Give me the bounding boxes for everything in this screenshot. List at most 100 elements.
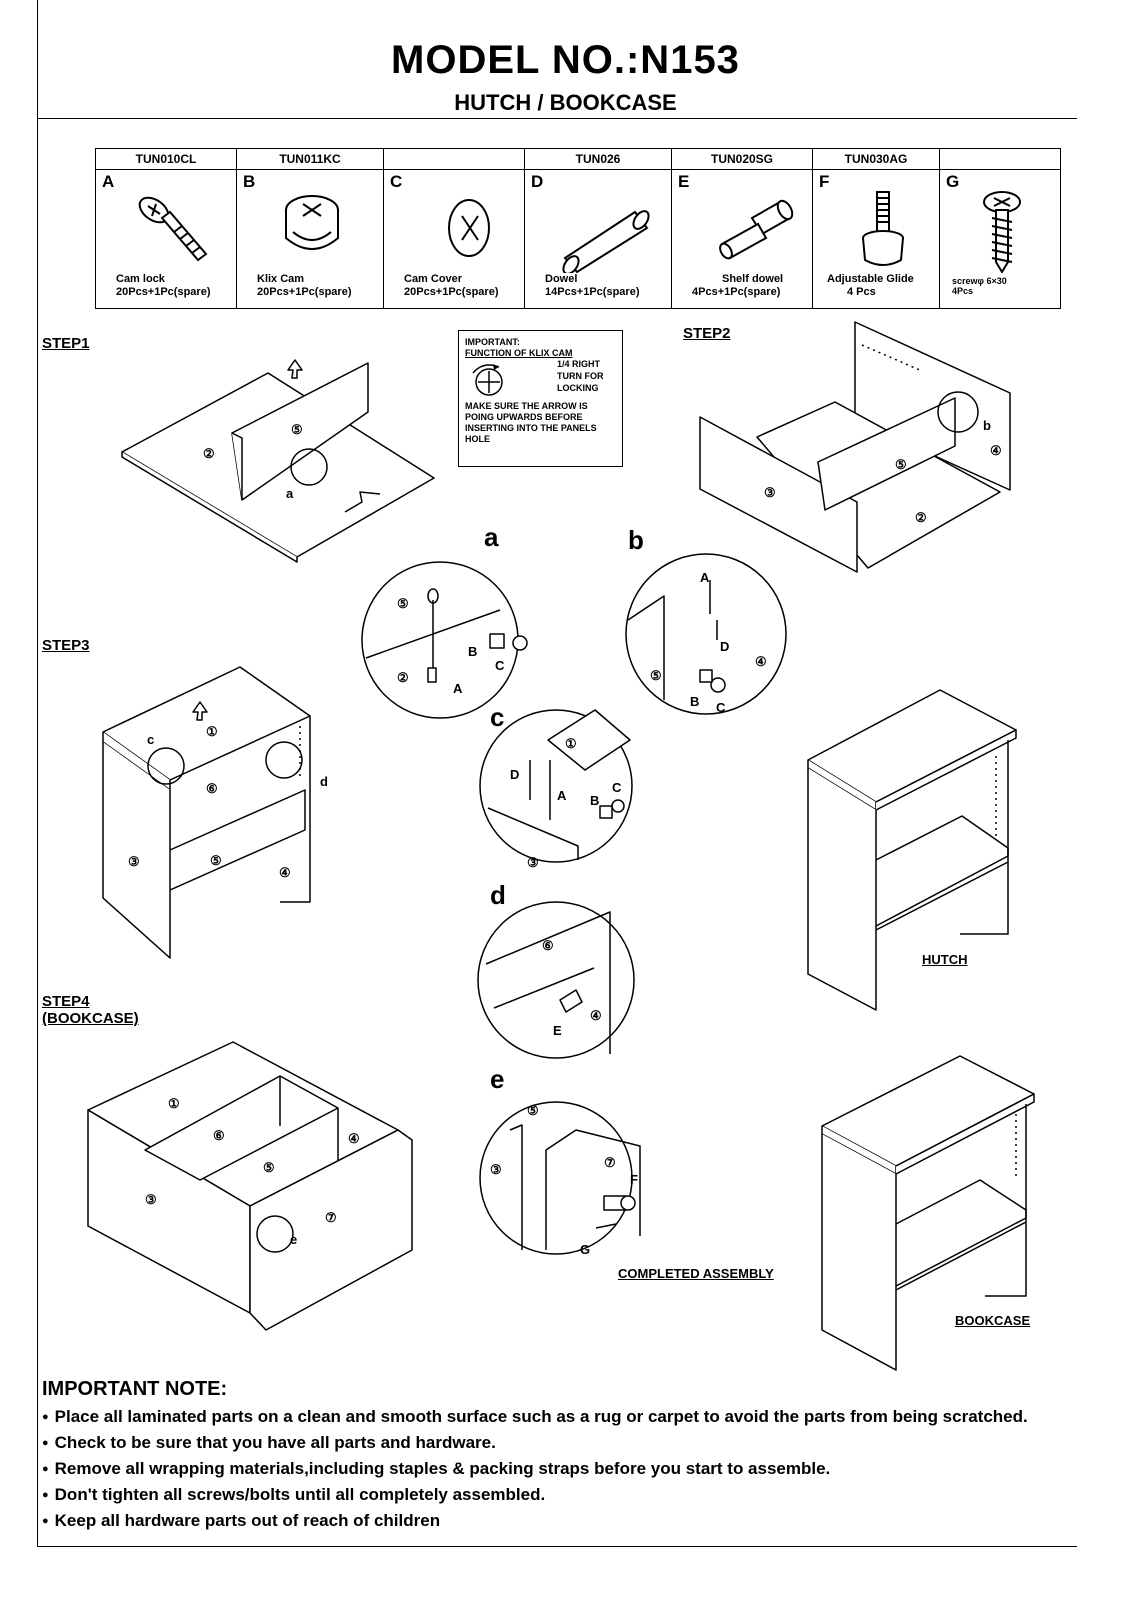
page-subtitle: HUTCH / BOOKCASE bbox=[454, 90, 677, 115]
svg-text:③: ③ bbox=[145, 1192, 157, 1207]
completed-assembly-caption: COMPLETED ASSEMBLY bbox=[618, 1266, 774, 1281]
svg-text:③: ③ bbox=[128, 854, 140, 869]
svg-text:④: ④ bbox=[279, 865, 291, 880]
part-qty: 14Pcs+1Pc(spare) bbox=[545, 286, 640, 298]
important-note-title: IMPORTANT NOTE: bbox=[42, 1378, 228, 1400]
svg-text:F: F bbox=[630, 1172, 638, 1187]
part-letter: F bbox=[819, 172, 830, 191]
svg-text:e: e bbox=[290, 1232, 297, 1247]
step4-label: STEP4 bbox=[42, 993, 90, 1010]
step1-label: STEP1 bbox=[42, 335, 90, 352]
svg-text:⑤: ⑤ bbox=[210, 853, 222, 868]
svg-text:⑤: ⑤ bbox=[527, 1103, 539, 1118]
svg-text:⑥: ⑥ bbox=[542, 938, 554, 953]
part-name: Shelf dowel bbox=[722, 273, 784, 285]
svg-text:b: b bbox=[983, 418, 991, 433]
part-qty: 4Pcs bbox=[952, 286, 974, 296]
svg-text:①: ① bbox=[206, 724, 218, 739]
part-cell-e: E Shelf dowel 4Pcs+1Pc(spare) bbox=[671, 169, 813, 309]
part-cell-g: G screwφ 6×30 4Pcs bbox=[939, 169, 1061, 309]
rotate-arrow-icon bbox=[472, 364, 503, 396]
detail-label-d: d bbox=[490, 880, 506, 910]
part-code: TUN011KC bbox=[236, 148, 384, 170]
svg-text:⑤: ⑤ bbox=[650, 668, 662, 683]
info-line: 1/4 RIGHT bbox=[557, 359, 601, 369]
svg-text:D: D bbox=[510, 767, 519, 782]
part-letter: A bbox=[102, 172, 115, 191]
svg-text:⑥: ⑥ bbox=[213, 1128, 225, 1143]
footer-rule bbox=[37, 1546, 1077, 1547]
info-line: INSERTING INTO THE PANELS bbox=[465, 423, 597, 433]
svg-text:⑤: ⑤ bbox=[397, 596, 409, 611]
svg-text:⑦: ⑦ bbox=[604, 1155, 616, 1170]
dowel-icon bbox=[562, 210, 650, 273]
bookcase-caption: BOOKCASE bbox=[955, 1313, 1031, 1328]
svg-text:C: C bbox=[495, 658, 505, 673]
svg-text:⑤: ⑤ bbox=[895, 457, 907, 472]
note-item: Keep all hardware parts out of reach of … bbox=[42, 1509, 1028, 1535]
detail-d-circle: ⑥ ④ E bbox=[477, 901, 635, 1059]
part-name: Dowel bbox=[545, 273, 578, 285]
hutch-diagram bbox=[807, 689, 1017, 1011]
klix-cam-info-box: IMPORTANT: FUNCTION OF KLIX CAM 1/4 RIGH… bbox=[458, 330, 623, 467]
part-letter: C bbox=[390, 172, 403, 191]
detail-e-circle: ⑤ ③ ⑦ F G bbox=[479, 1101, 641, 1257]
svg-text:①: ① bbox=[168, 1096, 180, 1111]
header-rule bbox=[37, 118, 1077, 119]
part-letter: G bbox=[946, 172, 960, 191]
svg-text:①: ① bbox=[565, 736, 577, 751]
part-code bbox=[939, 148, 1061, 170]
part-cell-f: F Adjustable Glide 4 Pcs bbox=[812, 169, 940, 309]
svg-text:②: ② bbox=[915, 510, 927, 525]
part-code: TUN020SG bbox=[671, 148, 813, 170]
part-name: Cam lock bbox=[116, 273, 165, 285]
part-name: Cam Cover bbox=[404, 273, 463, 285]
part-qty: 20Pcs+1Pc(spare) bbox=[257, 286, 352, 298]
part-cell-a: A Cam lock 20Pcs+1Pc(spare) bbox=[95, 169, 237, 309]
svg-text:④: ④ bbox=[990, 443, 1002, 458]
hutch-caption: HUTCH bbox=[922, 952, 968, 967]
detail-label-a: a bbox=[484, 522, 499, 552]
adjustable-glide-icon bbox=[862, 191, 904, 266]
part-letter: B bbox=[243, 172, 256, 191]
svg-text:⑦: ⑦ bbox=[325, 1210, 337, 1225]
detail-a-circle: ⑤ ② B C A bbox=[361, 561, 528, 719]
part-qty: 20Pcs+1Pc(spare) bbox=[116, 286, 211, 298]
parts-table: TUN010CL TUN011KC TUN026 TUN020SG TUN030… bbox=[95, 148, 1061, 309]
cam-lock-icon bbox=[138, 196, 208, 262]
svg-text:d: d bbox=[320, 774, 328, 789]
info-line: HOLE bbox=[465, 434, 491, 444]
note-item: Don't tighten all screws/bolts until all… bbox=[42, 1483, 1028, 1509]
note-item: Check to be sure that you have all parts… bbox=[42, 1431, 1028, 1457]
part-name: Adjustable Glide bbox=[827, 273, 914, 285]
info-line: TURN FOR bbox=[557, 371, 604, 381]
svg-text:A: A bbox=[700, 570, 710, 585]
detail-c-circle: ① D A B C ③ bbox=[479, 709, 633, 870]
model-number: MODEL NO.:N153 bbox=[391, 40, 740, 80]
info-line: MAKE SURE THE ARROW IS bbox=[465, 401, 588, 411]
step3-label: STEP3 bbox=[42, 637, 90, 654]
svg-text:C: C bbox=[612, 780, 622, 795]
note-item: Remove all wrapping materials,including … bbox=[42, 1457, 1028, 1483]
part-code bbox=[383, 148, 525, 170]
left-margin-line bbox=[37, 0, 38, 1546]
svg-text:E: E bbox=[553, 1023, 562, 1038]
svg-text:a: a bbox=[286, 486, 294, 501]
info-line: IMPORTANT: bbox=[465, 337, 520, 347]
part-cell-c: C Cam Cover 20Pcs+1Pc(spare) bbox=[383, 169, 525, 309]
svg-text:C: C bbox=[716, 700, 726, 715]
part-letter: D bbox=[531, 172, 544, 191]
info-line: POING UPWARDS BEFORE bbox=[465, 412, 583, 422]
part-name: screwφ 6×30 bbox=[952, 276, 1007, 286]
part-qty: 4 Pcs bbox=[847, 286, 876, 298]
detail-label-e: e bbox=[490, 1064, 505, 1094]
svg-text:⑤: ⑤ bbox=[263, 1160, 275, 1175]
part-cell-b: B Klix Cam 20Pcs+1Pc(spare) bbox=[236, 169, 384, 309]
part-qty: 20Pcs+1Pc(spare) bbox=[404, 286, 499, 298]
step2-diagram: ③ ⑤ ④ ② b bbox=[699, 321, 1011, 573]
part-qty: 4Pcs+1Pc(spare) bbox=[692, 286, 781, 298]
svg-text:⑥: ⑥ bbox=[206, 781, 218, 796]
detail-label-c: c bbox=[490, 702, 505, 732]
part-cell-d: D Dowel 14Pcs+1Pc(spare) bbox=[524, 169, 672, 309]
svg-text:A: A bbox=[557, 788, 567, 803]
